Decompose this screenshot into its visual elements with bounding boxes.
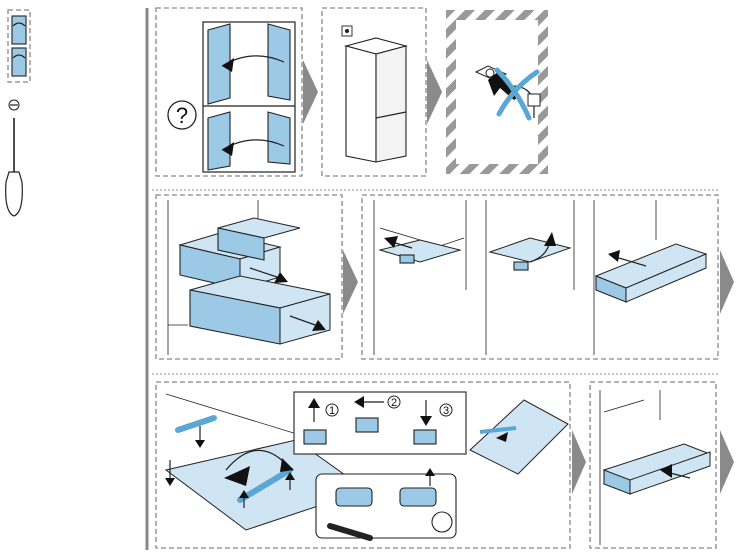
step-number-2: 2 [391,397,397,409]
panel-unplug [446,10,548,174]
panel-assemble-shelf [155,381,571,549]
step-chevron [572,430,586,494]
cross-icon [494,67,540,121]
question-mark-badge: ? [167,100,197,130]
clip-step-1: 1 [303,398,339,445]
panel-appliance [321,7,427,177]
shelf-slide-step-c [593,200,708,355]
tool-column [5,9,31,217]
step-chevron [427,60,442,124]
drawers-illustration [167,200,331,355]
shelf-insert-illustration [599,390,712,545]
clip-step-3: 3 [413,400,453,445]
assembled-shelf [469,399,569,475]
fridge-standalone-illustration [341,25,409,163]
panel-remove-shelf [361,194,719,360]
step-chevron [343,250,358,314]
panel-insert-shelf [589,381,717,549]
panel-remove-drawers [155,194,343,360]
shelf-rail-assembly [164,393,368,531]
shelf-slide-step-b [485,200,575,355]
step-chevron [303,60,318,124]
hinge-thumbnail-icon [11,15,27,77]
clip-detail-callout [315,468,457,541]
shelf-slide-step-a [373,200,467,355]
hinge-thumbnail-frame [7,9,31,83]
screwdriver-icon [5,99,23,217]
clip-steps-callout: 1 2 3 [293,391,467,455]
step-number-1: 1 [329,405,335,417]
panel-door-swap [155,7,303,177]
step-chevron [720,430,734,494]
step-number-3: 3 [443,405,449,417]
clip-step-2: 2 [354,395,401,433]
step-chevron [720,250,734,314]
question-mark: ? [176,103,188,128]
fridge-doors-illustration [202,21,296,173]
